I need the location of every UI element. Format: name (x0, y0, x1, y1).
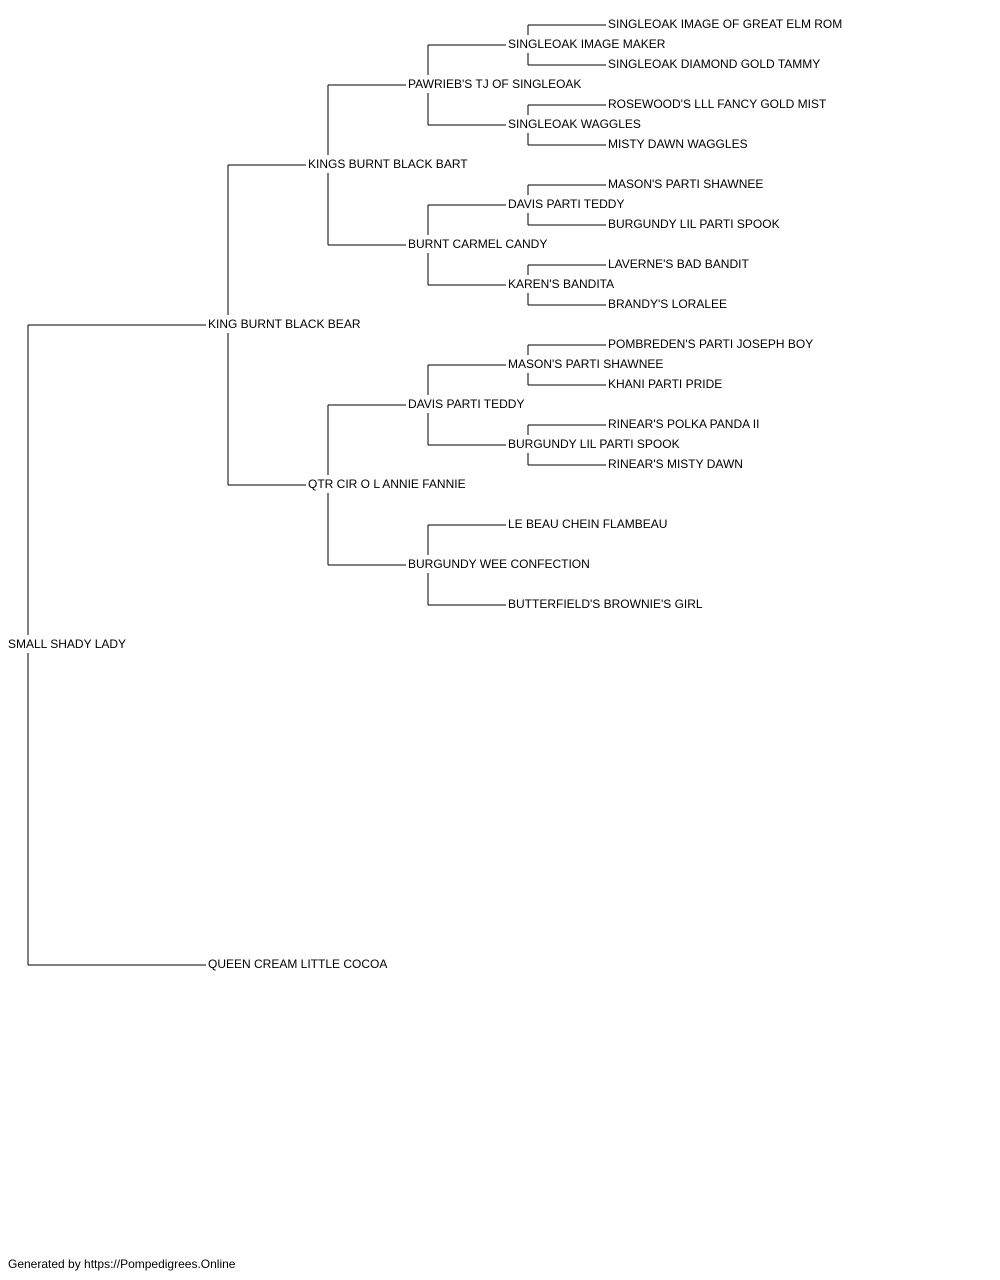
subject-name-gen0: SMALL SHADY LADY (8, 637, 126, 651)
sire-name-gen1: KING BURNT BLACK BEAR (208, 317, 361, 331)
sire-name-gen4: DAVIS PARTI TEDDY (508, 197, 624, 211)
dam-name-gen4: SINGLEOAK WAGGLES (508, 117, 641, 131)
dam-name-gen3: BURGUNDY WEE CONFECTION (408, 557, 590, 571)
dam-name-gen2: QTR CIR O L ANNIE FANNIE (308, 477, 466, 491)
sire-name-gen3: DAVIS PARTI TEDDY (408, 397, 524, 411)
dam-name-gen5: RINEAR'S MISTY DAWN (608, 457, 743, 471)
sire-name-gen5: POMBREDEN'S PARTI JOSEPH BOY (608, 337, 813, 351)
sire-name-gen2: KINGS BURNT BLACK BART (308, 157, 468, 171)
dam-name-gen5: MISTY DAWN WAGGLES (608, 137, 748, 151)
dam-name-gen4: KAREN'S BANDITA (508, 277, 614, 291)
sire-name-gen5: RINEAR'S POLKA PANDA II (608, 417, 759, 431)
dam-name-gen1: QUEEN CREAM LITTLE COCOA (208, 957, 387, 971)
sire-name-gen3: PAWRIEB'S TJ OF SINGLEOAK (408, 77, 581, 91)
dam-name-gen4: BUTTERFIELD'S BROWNIE'S GIRL (508, 597, 703, 611)
dam-name-gen4: BURGUNDY LIL PARTI SPOOK (508, 437, 680, 451)
dam-name-gen5: BRANDY'S LORALEE (608, 297, 727, 311)
sire-name-gen5: SINGLEOAK IMAGE OF GREAT ELM ROM (608, 17, 842, 31)
sire-name-gen4: LE BEAU CHEIN FLAMBEAU (508, 517, 667, 531)
sire-name-gen5: ROSEWOOD'S LLL FANCY GOLD MIST (608, 97, 827, 111)
sire-name-gen4: SINGLEOAK IMAGE MAKER (508, 37, 666, 51)
sire-name-gen5: LAVERNE'S BAD BANDIT (608, 257, 749, 271)
footer-credit: Generated by https://Pompedigrees.Online (8, 1257, 236, 1271)
dam-name-gen5: SINGLEOAK DIAMOND GOLD TAMMY (608, 57, 820, 71)
sire-name-gen5: MASON'S PARTI SHAWNEE (608, 177, 763, 191)
sire-name-gen4: MASON'S PARTI SHAWNEE (508, 357, 663, 371)
dam-name-gen5: BURGUNDY LIL PARTI SPOOK (608, 217, 780, 231)
dam-name-gen5: KHANI PARTI PRIDE (608, 377, 722, 391)
dam-name-gen3: BURNT CARMEL CANDY (408, 237, 547, 251)
